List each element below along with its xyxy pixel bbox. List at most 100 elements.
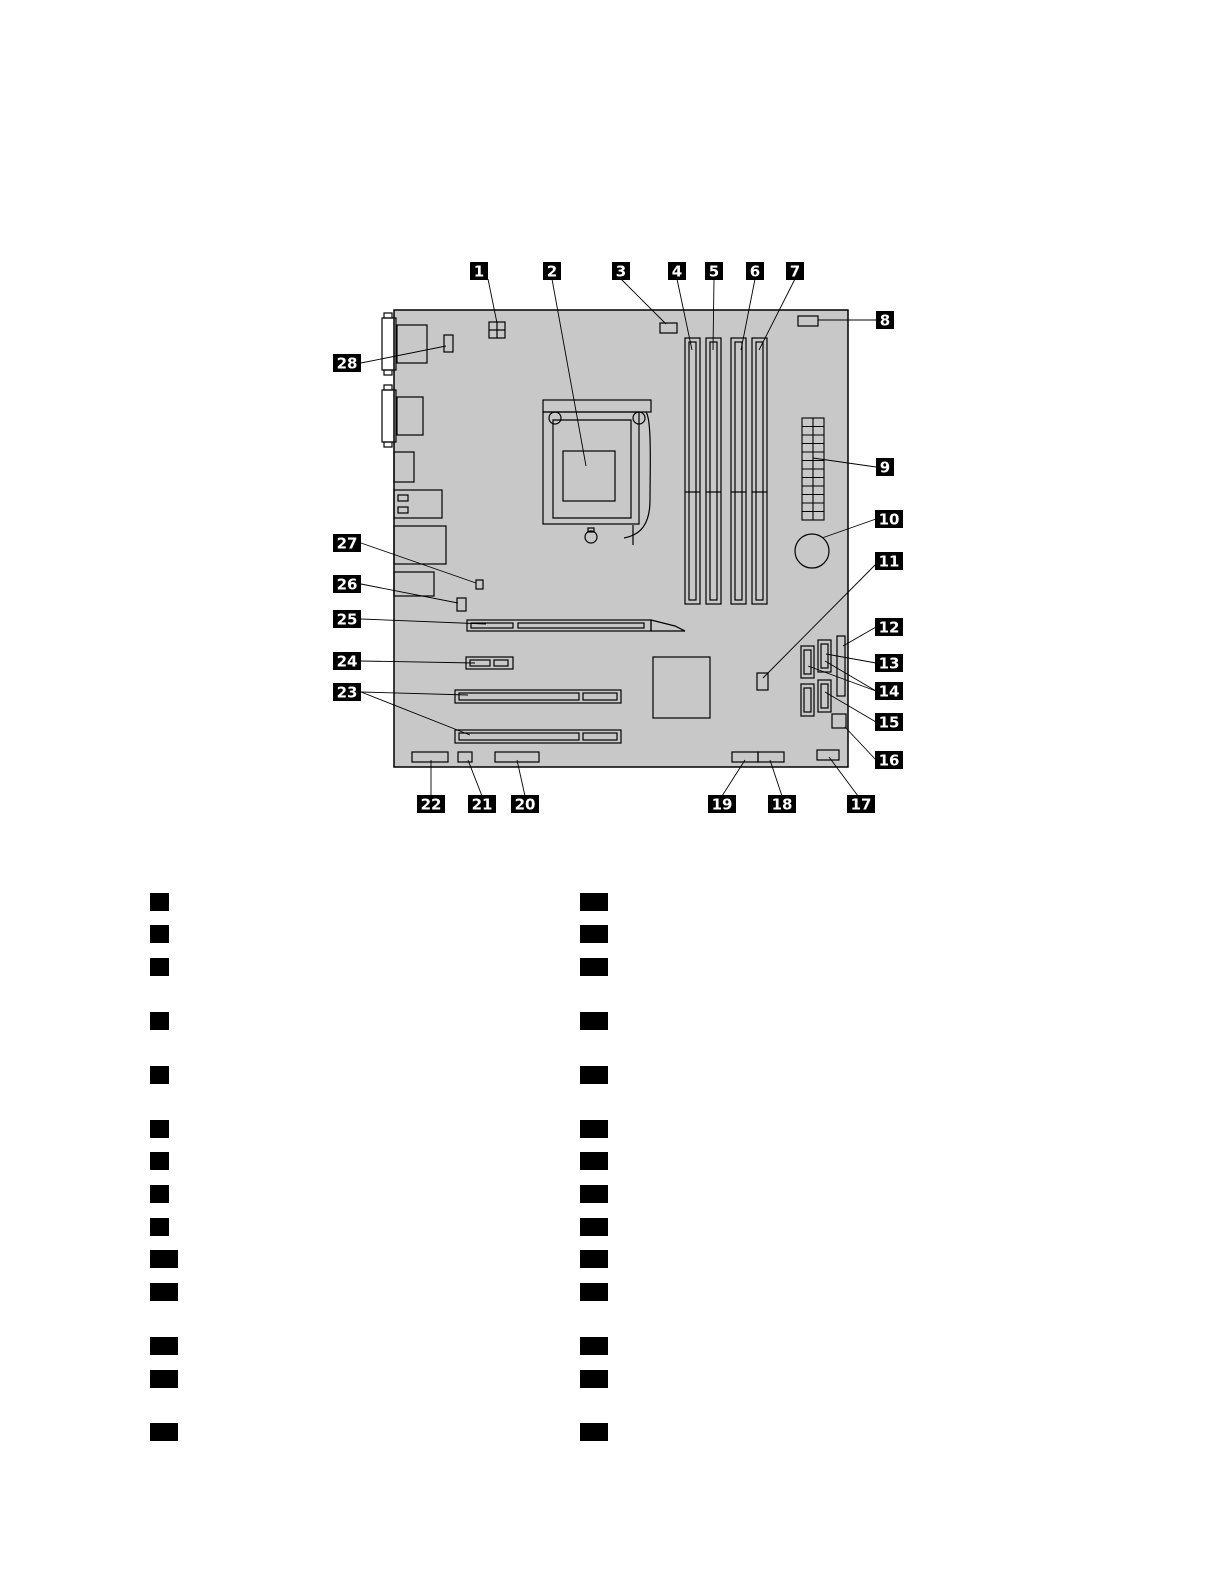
legend-marker-10 (150, 1250, 178, 1268)
legend-marker-16 (580, 925, 608, 943)
memory-slots (684, 337, 768, 605)
callout-number: 2 (547, 263, 557, 281)
power-fan-connector (831, 713, 847, 729)
callout-number: 20 (515, 796, 536, 814)
callout-11: 11 (875, 552, 903, 571)
callout-7: 7 (786, 262, 804, 281)
callout-box (875, 654, 903, 672)
callout-box (875, 618, 903, 636)
callout-25: 25 (333, 610, 361, 629)
callout-5: 5 (705, 262, 723, 281)
callout-number: 9 (880, 459, 890, 477)
callout-23: 23 (333, 683, 361, 702)
callout-2: 2 (543, 262, 561, 281)
legend-marker-19 (580, 1066, 608, 1084)
legend-marker-9 (150, 1218, 169, 1236)
callout-box (333, 652, 361, 670)
callout-3: 3 (612, 262, 630, 281)
cover-presence-switch-connector (475, 579, 484, 590)
callout-box (333, 534, 361, 552)
callout-number: 15 (879, 714, 900, 732)
legend-marker-14 (150, 1423, 178, 1441)
callout-box (786, 262, 804, 280)
main-power-connector (801, 417, 825, 521)
callout-box (708, 795, 736, 813)
callout-box (875, 552, 903, 570)
legend-marker-11 (150, 1283, 178, 1301)
callout-box (333, 575, 361, 593)
callout-22: 22 (417, 795, 445, 814)
callout-6: 6 (746, 262, 764, 281)
callout-13: 13 (875, 654, 903, 673)
callout-number: 23 (337, 684, 358, 702)
microprocessor-socket (542, 399, 652, 545)
chipset (652, 656, 711, 719)
callout-box (333, 683, 361, 701)
clear-cmos-jumper (756, 672, 769, 691)
callout-box (847, 795, 875, 813)
legend-marker-18 (580, 1012, 608, 1030)
callout-box (875, 713, 903, 731)
callout-box (333, 610, 361, 628)
callout-15: 15 (875, 713, 903, 732)
legend-marker-5 (150, 1066, 169, 1084)
callout-box (875, 682, 903, 700)
callout-1: 1 (470, 262, 488, 281)
callout-number: 11 (879, 553, 900, 571)
callout-10: 10 (875, 510, 903, 529)
internal-speaker-connector (456, 597, 467, 612)
callout-number: 21 (472, 796, 493, 814)
legend-marker-28 (580, 1423, 608, 1441)
callout-box (875, 510, 903, 528)
callout-27: 27 (333, 534, 361, 553)
callout-24: 24 (333, 652, 361, 671)
callout-box (417, 795, 445, 813)
microprocessor-fan-connector (659, 322, 678, 334)
legend-marker-20 (580, 1120, 608, 1138)
callout-box (511, 795, 539, 813)
legend-marker-2 (150, 925, 169, 943)
legend-marker-3 (150, 958, 169, 976)
callout-number: 10 (879, 511, 900, 529)
callout-box (333, 354, 361, 372)
callout-8: 8 (876, 311, 894, 330)
legend-marker-26 (580, 1337, 608, 1355)
callout-number: 26 (337, 576, 358, 594)
legend-marker-13 (150, 1370, 178, 1388)
callout-number: 14 (879, 683, 900, 701)
callout-box (543, 262, 561, 280)
callout-26: 26 (333, 575, 361, 594)
callout-box (468, 795, 496, 813)
callout-number: 5 (709, 263, 719, 281)
callout-number: 22 (421, 796, 442, 814)
callout-box (612, 262, 630, 280)
legend-marker-4 (150, 1012, 169, 1030)
expansion-slots (454, 619, 686, 744)
callout-number: 28 (337, 355, 358, 373)
callout-box (705, 262, 723, 280)
callout-number: 1 (474, 263, 484, 281)
callout-number: 3 (616, 263, 626, 281)
callout-number: 25 (337, 611, 358, 629)
legend-marker-25 (580, 1283, 608, 1301)
callout-number: 18 (772, 796, 793, 814)
callout-number: 7 (790, 263, 800, 281)
rear-io-connectors (381, 312, 454, 597)
callout-number: 6 (750, 263, 760, 281)
legend-marker-23 (580, 1218, 608, 1236)
sata-connectors (800, 635, 846, 717)
callout-number: 27 (337, 535, 358, 553)
callout-number: 8 (880, 312, 890, 330)
callout-number: 24 (337, 653, 358, 671)
callout-number: 16 (879, 752, 900, 770)
callout-18: 18 (768, 795, 796, 814)
callout-4: 4 (668, 262, 686, 281)
legend-marker-12 (150, 1337, 178, 1355)
thermal-sensor-connector (797, 315, 819, 327)
callout-19: 19 (708, 795, 736, 814)
callout-16: 16 (875, 751, 903, 770)
callout-box (470, 262, 488, 280)
legend-marker-8 (150, 1185, 169, 1203)
